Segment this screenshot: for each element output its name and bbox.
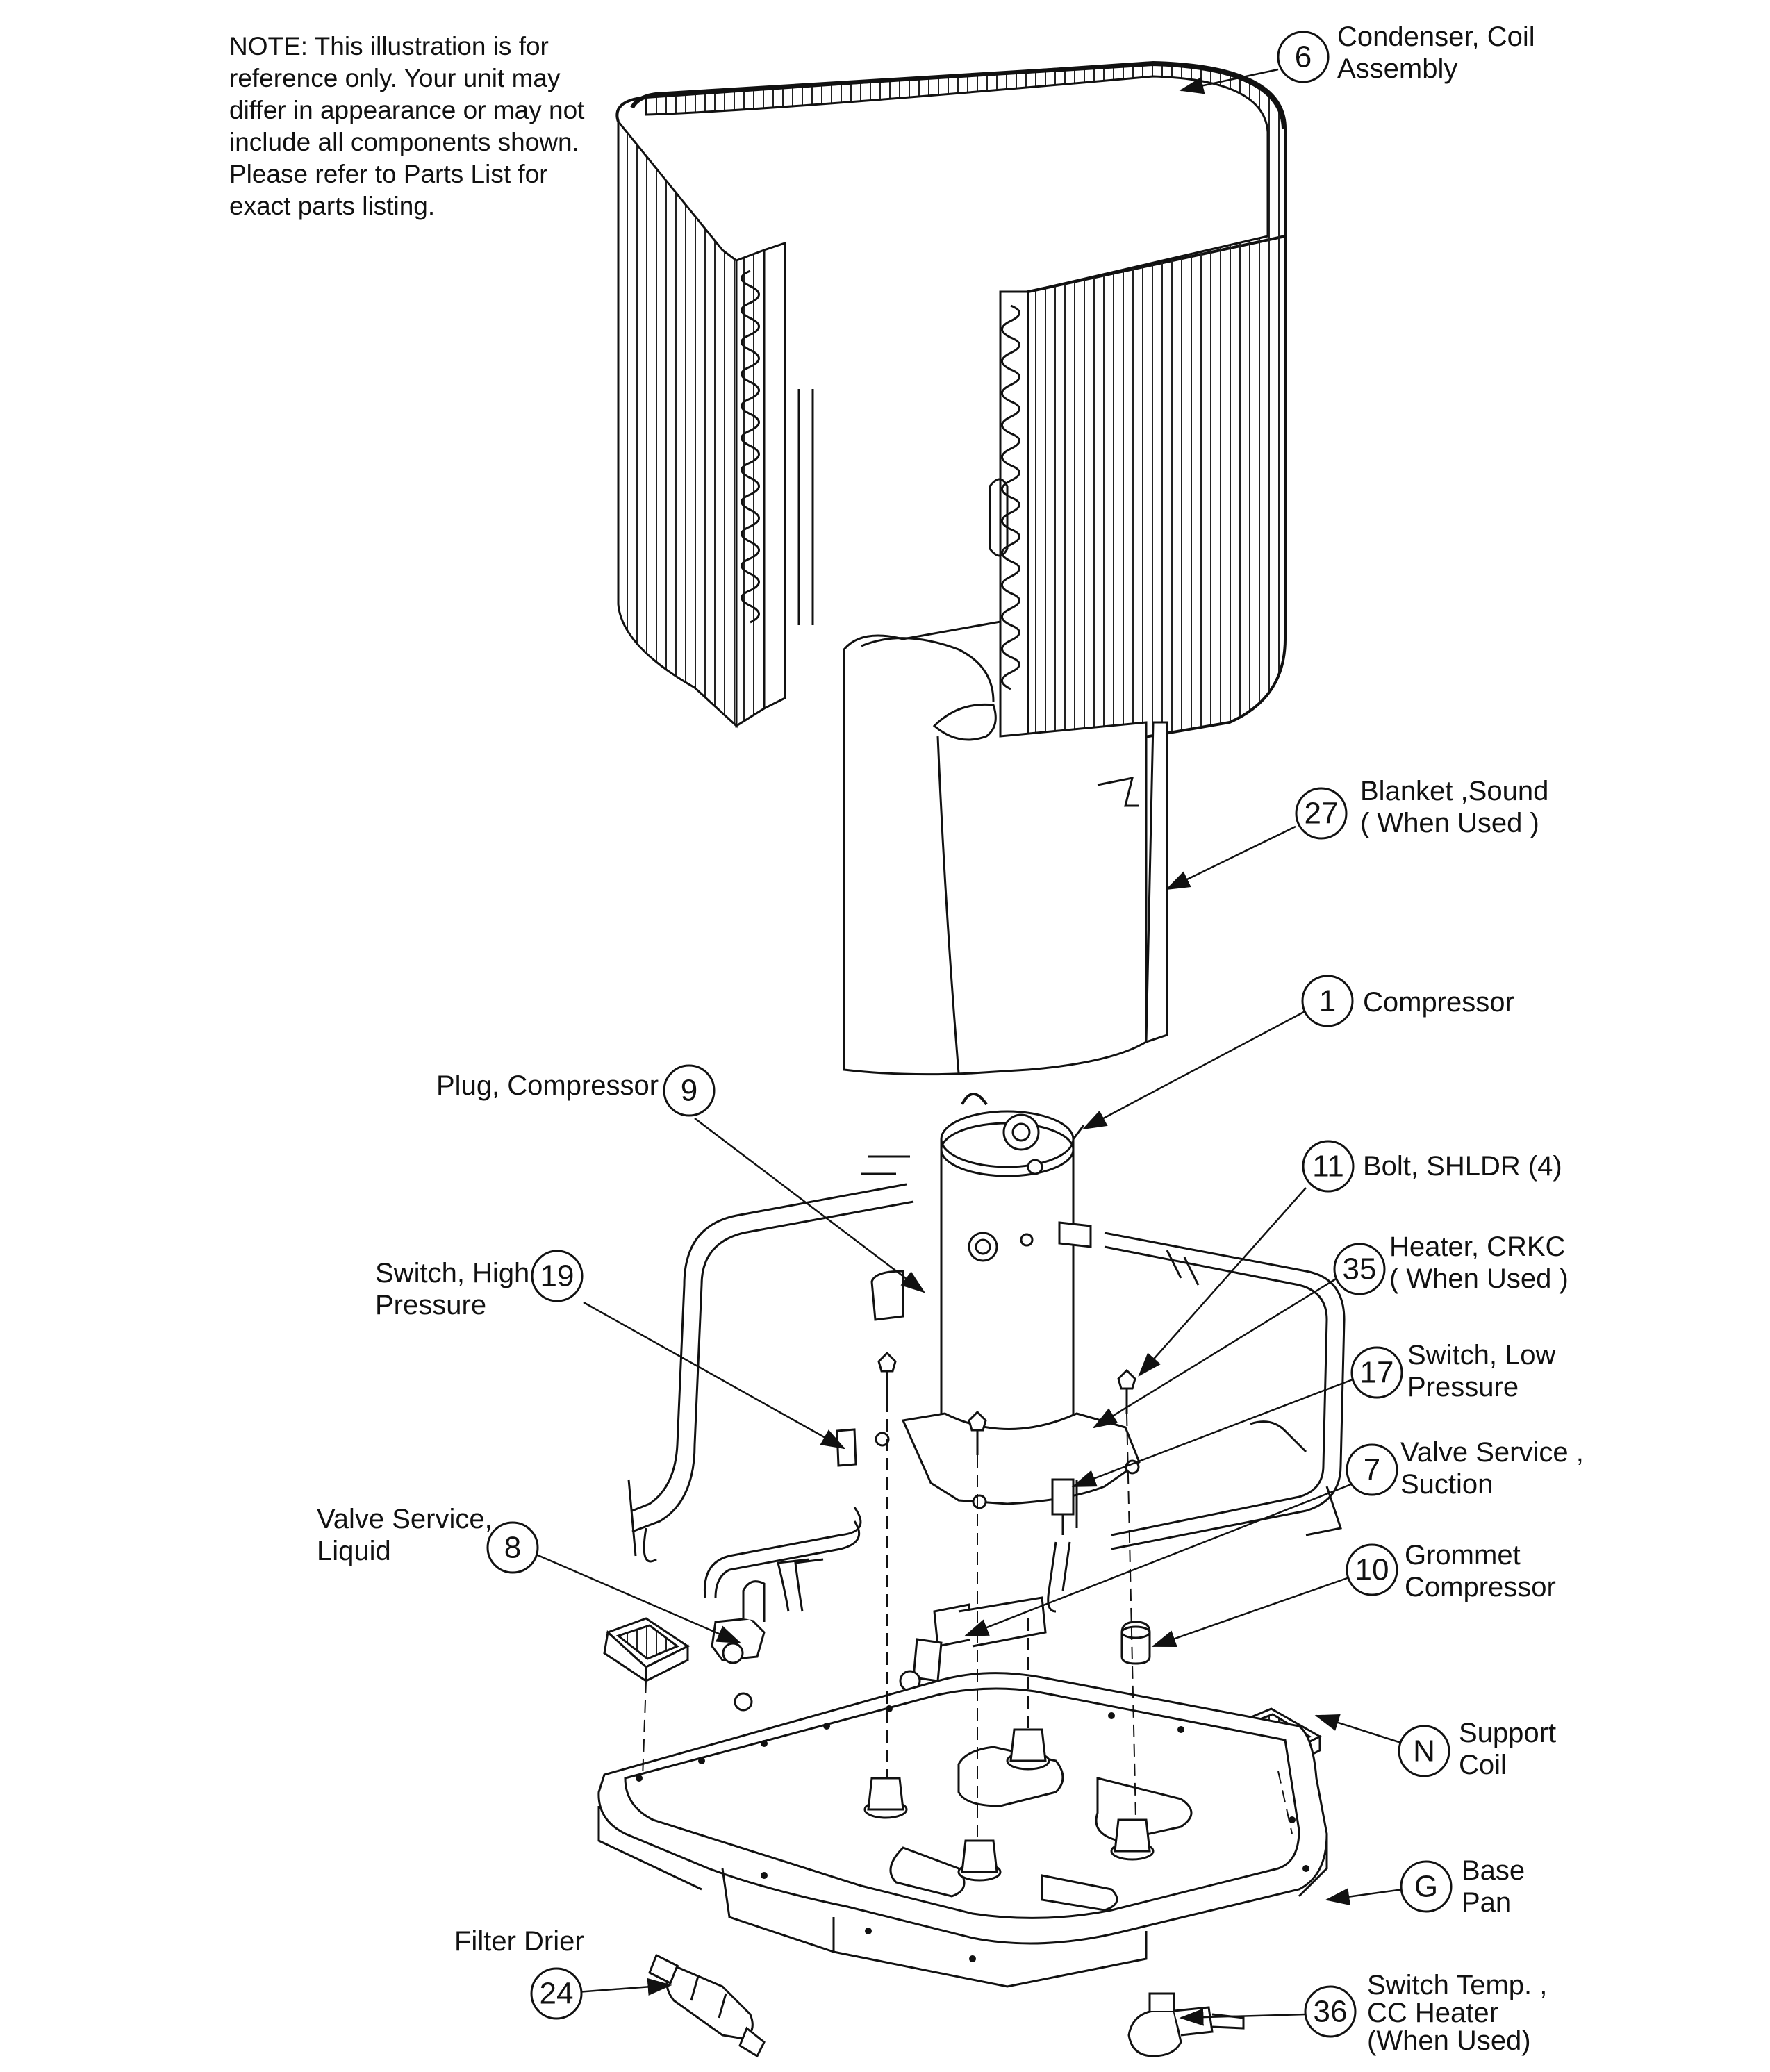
svg-text:19: 19 (540, 1259, 574, 1293)
badge-G: G (1400, 1860, 1453, 1913)
badge-9: 9 (663, 1064, 716, 1117)
svg-text:10: 10 (1355, 1553, 1389, 1587)
note-line: include all components shown. (229, 128, 579, 156)
badge-11: 11 (1302, 1140, 1355, 1193)
label-switch-high-pressure: Switch, High Pressure (375, 1258, 530, 1320)
condenser-coil (615, 60, 1287, 776)
svg-text:N: N (1413, 1734, 1435, 1768)
leader-35 (1092, 1277, 1338, 1429)
leader-7 (963, 1482, 1355, 1637)
label-sound-blanket: Blanket ,Sound ( When Used ) (1360, 776, 1549, 838)
badge-8: 8 (486, 1521, 539, 1574)
label-switch-temp-cc-heater: Switch Temp. , CC Heater (When Used) (1367, 1970, 1548, 2056)
note-line: Please refer to Parts List for (229, 160, 548, 188)
note-line: exact parts listing. (229, 192, 436, 220)
label-valve-service-suction: Valve Service , Suction (1400, 1437, 1584, 1500)
filter-drier (648, 1953, 766, 2058)
leader-6 (1179, 68, 1279, 94)
note-line: reference only. Your unit may (229, 64, 561, 92)
label-filter-drier: Filter Drier (454, 1926, 584, 1957)
svg-text:24: 24 (540, 1977, 574, 2011)
label-plug-compressor: Plug, Compressor (436, 1070, 659, 1101)
svg-text:1: 1 (1319, 984, 1336, 1018)
badge-1: 1 (1301, 975, 1354, 1027)
compressor (870, 1093, 1141, 1509)
label-heater-crkc: Heater, CRKC ( When Used ) (1389, 1232, 1569, 1294)
label-support-coil: Support Coil (1459, 1718, 1557, 1780)
leader-lines (531, 68, 1404, 2026)
badge-10: 10 (1346, 1543, 1398, 1596)
refrigerant-tubing (627, 1155, 1346, 1613)
label-grommet-compressor: Grommet Compressor (1405, 1540, 1556, 1602)
note-line: differ in appearance or may not (229, 96, 585, 124)
dashed-assembly-lines (642, 1400, 1293, 1841)
leader-10 (1151, 1575, 1352, 1648)
leader-27 (1165, 825, 1296, 890)
temp-switch (1127, 1992, 1245, 2057)
svg-text:11: 11 (1312, 1150, 1344, 1184)
label-bolt-shldr: Bolt, SHLDR (4) (1363, 1151, 1562, 1182)
leader-17 (1071, 1377, 1355, 1488)
badge-19: 19 (531, 1250, 584, 1302)
label-condenser-coil: Condenser, Coil Assembly (1337, 22, 1535, 84)
badge-17: 17 (1350, 1346, 1403, 1399)
svg-text:35: 35 (1343, 1252, 1377, 1286)
label-switch-low-pressure: Switch, Low Pressure (1407, 1340, 1556, 1402)
svg-text:9: 9 (681, 1074, 697, 1108)
badge-35: 35 (1333, 1243, 1386, 1295)
leader-N (1314, 1714, 1404, 1745)
leader-19 (583, 1301, 846, 1450)
svg-text:7: 7 (1364, 1453, 1380, 1487)
badge-7: 7 (1346, 1443, 1398, 1496)
svg-text:27: 27 (1305, 797, 1339, 831)
svg-text:36: 36 (1314, 1995, 1348, 2029)
leader-36 (1179, 2008, 1307, 2026)
sound-blanket (843, 620, 1168, 1076)
badge-24: 24 (530, 1967, 583, 2020)
leader-24 (576, 1978, 672, 1996)
bolts-and-fittings (711, 1351, 1151, 1712)
svg-text:G: G (1414, 1870, 1438, 1904)
badge-6: 6 (1277, 31, 1330, 83)
leader-G (1325, 1888, 1404, 1905)
leader-9 (694, 1118, 925, 1293)
svg-text:6: 6 (1295, 40, 1312, 74)
leader-8 (531, 1551, 742, 1644)
badge-N: N (1398, 1725, 1450, 1777)
leader-11 (1138, 1187, 1307, 1377)
svg-text:8: 8 (504, 1531, 521, 1565)
badge-27: 27 (1295, 787, 1348, 840)
callout-badges: 6 27 1 9 11 35 19 17 7 8 10 N G 24 36 (486, 31, 1453, 2038)
reference-note: NOTE: This illustration is for reference… (229, 31, 618, 222)
svg-text:17: 17 (1360, 1356, 1394, 1390)
base-pan (597, 1672, 1328, 1988)
label-compressor: Compressor (1363, 987, 1514, 1018)
leader-1 (1082, 1006, 1314, 1130)
note-line: NOTE: This illustration is for (229, 32, 549, 60)
label-valve-service-liquid: Valve Service, Liquid (317, 1504, 493, 1566)
badge-36: 36 (1304, 1985, 1357, 2038)
label-base-pan: Base Pan (1462, 1855, 1525, 1918)
